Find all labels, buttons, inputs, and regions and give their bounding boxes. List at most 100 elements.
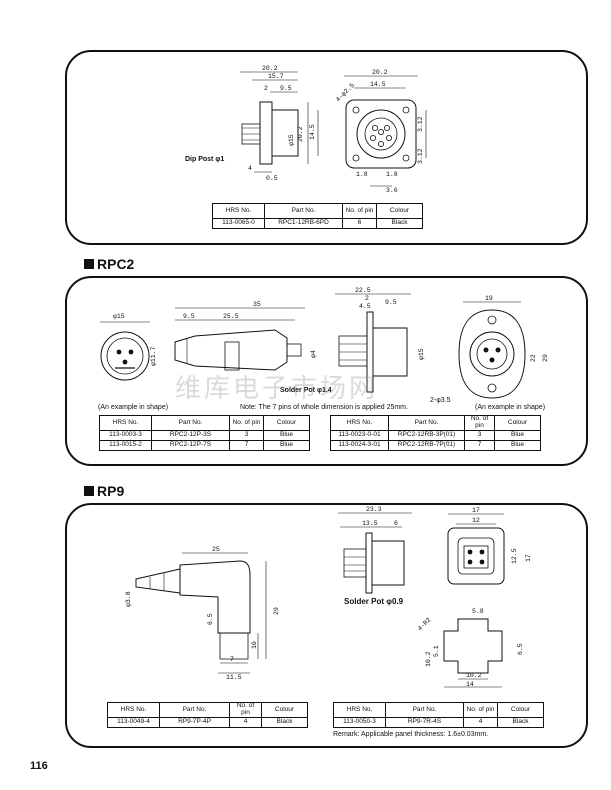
rpc2-dim-19: 19 — [485, 295, 493, 302]
table-row: 113-0023-0-01 RPC2-12RB-3P(01) 3 Blue — [330, 430, 541, 441]
rp9-dim-23-3: 23.3 — [366, 506, 382, 513]
cell-part: RPC2-12RB-3P(01) — [388, 430, 465, 441]
rp9-dim-10: 10 — [251, 641, 258, 649]
th-colour: Colour — [263, 415, 310, 431]
rpc2-note: Note: The 7 pins of whole dimension is a… — [240, 404, 408, 411]
th-colour: Colour — [261, 702, 308, 718]
th-no-of-pin: No. of pin — [229, 702, 262, 718]
rpc2-left-table: HRS No. Part No. No. of pin Colour 113-0… — [99, 415, 310, 451]
table-row: 113-0003-3 RPC2-12P-3S 3 Blue — [99, 430, 310, 441]
table-row: 113-0015-2 RPC2-12P-7S 7 Blue — [99, 440, 310, 451]
section3-title: RP9 — [84, 483, 124, 499]
cell-part: RPC1-12RB-6PD — [264, 218, 343, 229]
th-no-of-pin: No. of pin — [229, 415, 264, 431]
rpc2-dim-29: 29 — [542, 354, 549, 362]
cell-part: RP9-7R-4S — [385, 717, 464, 728]
section2-title-text: RPC2 — [97, 256, 135, 272]
cell-pins: 6 — [342, 218, 377, 229]
th-colour: Colour — [497, 702, 544, 718]
rpc2-dim-phi15b: φ15 — [418, 348, 425, 360]
cell-colour: Black — [497, 717, 544, 728]
th-part-no: Part No. — [385, 702, 464, 718]
rpc2-example-right: (An example in shape) — [475, 404, 546, 411]
rp9-remark: Remark: Applicable panel thickness: 1.6±… — [333, 731, 489, 738]
rp9-dim-5-8: 5.8 — [472, 608, 484, 615]
rp9-dim-13-5: 13.5 — [362, 520, 378, 527]
rp9-dim-14: 14 — [466, 681, 474, 688]
cell-part: RPC2-12P-7S — [151, 440, 230, 451]
rp9-dim-17: 17 — [472, 507, 480, 514]
rpc2-dim-22: 22 — [530, 354, 537, 362]
rp9-dim-7: 7 — [230, 656, 234, 663]
section1-panel — [65, 50, 588, 245]
table-row: 113-0049-4 RP9-7P-4P 4 Black — [107, 717, 308, 728]
rp9-solder-pot-label: Solder Pot φ0.9 — [344, 597, 404, 606]
rp9-dim-10-2: 10.2 — [425, 651, 432, 667]
cell-pins: 4 — [229, 717, 262, 728]
th-hrs-no: HRS No. — [107, 702, 160, 718]
rp9-dim-6-5: 6.5 — [207, 613, 214, 625]
page-number: 116 — [30, 760, 48, 772]
rpc2-dim-2: 2 — [365, 295, 369, 302]
rpc2-dim-25-5: 25.5 — [223, 313, 239, 320]
dip-post-label: Dip Post φ1 — [185, 156, 225, 163]
dim-r-3-12a: 3.12 — [417, 116, 424, 132]
cell-hrs: 113-0065-0 — [212, 218, 265, 229]
rpc2-right-table: HRS No. Part No. No. of pin Colour 113-0… — [330, 415, 541, 451]
cell-hrs: 113-0023-0-01 — [330, 430, 389, 441]
th-hrs-no: HRS No. — [212, 203, 265, 219]
dim-phi15: φ15 — [288, 134, 295, 146]
cell-pins: 7 — [464, 440, 495, 451]
rp9-dim-6: 6 — [394, 520, 398, 527]
rp9-dim-12: 12 — [472, 517, 480, 524]
cell-colour: Blue — [263, 430, 310, 441]
dim-2: 2 — [264, 85, 268, 92]
dim-4: 4 — [248, 165, 252, 172]
rpc2-dim-35: 35 — [253, 301, 261, 308]
th-no-of-pin: No. of pin — [342, 203, 377, 219]
rp9-dim-11-5: 11.5 — [226, 674, 242, 681]
rp9-plug-side-drawing: 25 φ3.8 6.5 29 10 7 11.5 — [125, 546, 280, 681]
th-no-of-pin: No. of pin — [463, 702, 498, 718]
rp9-dim-6-5b: 6.5 — [517, 643, 524, 655]
th-hrs-no: HRS No. — [333, 702, 386, 718]
rpc2-dim-phi15: φ15 — [113, 313, 125, 320]
cell-colour: Black — [376, 218, 423, 229]
rp9-dim-17v: 17 — [525, 554, 532, 562]
dim-20-2-top: 20.2 — [262, 65, 278, 72]
section1-front-drawing: 20.2 14.5 4-φ2.5 3.12 3.12 1.8 1.8 3.6 — [334, 69, 427, 194]
cell-pins: 4 — [463, 717, 498, 728]
cell-part: RP9-7P-4P — [159, 717, 230, 728]
rp9-left-table: HRS No. Part No. No. of pin Colour 113-0… — [107, 702, 308, 728]
section2-title: RPC2 — [84, 256, 134, 272]
cell-hrs: 113-0024-3-01 — [330, 440, 389, 451]
dim-20-2-v: 20.2 — [297, 126, 304, 142]
dim-r-1-8a: 1.8 — [356, 171, 368, 178]
th-hrs-no: HRS No. — [330, 415, 389, 431]
rpc2-dim-9-5b: 9.5 — [385, 299, 397, 306]
cell-hrs: 113-0049-4 — [107, 717, 160, 728]
rpc2-dim-phi4: φ4 — [310, 350, 317, 358]
cell-pins: 3 — [229, 430, 264, 441]
rp9-receptacle-side-drawing: 23.3 13.5 6 — [338, 506, 412, 594]
th-part-no: Part No. — [159, 702, 230, 718]
section1-side-drawing: 20.2 15.7 2 9.5 20.2 14.5 φ15 4 0.5 — [240, 65, 319, 182]
rpc2-solder-pot-label: Solder Pot φ1.4 — [280, 387, 332, 394]
dim-0-5: 0.5 — [266, 175, 278, 182]
cell-hrs: 113-0050-3 — [333, 717, 386, 728]
rp9-panel-cutout-drawing: 5.8 4-R2 6.5 10.2 5.1 10.2 14 — [416, 608, 524, 688]
th-colour: Colour — [494, 415, 541, 431]
cell-hrs: 113-0003-3 — [99, 430, 152, 441]
cell-colour: Blue — [494, 440, 541, 451]
th-no-of-pin: No. of pin — [464, 415, 495, 431]
watermark: 维库电子市场网 — [175, 374, 379, 404]
cell-colour: Blue — [494, 430, 541, 441]
dim-r-1-8b: 1.8 — [386, 171, 398, 178]
dim-15-7: 15.7 — [268, 73, 284, 80]
th-part-no: Part No. — [151, 415, 230, 431]
rpc2-receptacle-side-drawing: 22.5 2 4.5 9.5 φ15 — [335, 287, 425, 393]
rp9-dim-25: 25 — [212, 546, 220, 553]
th-part-no: Part No. — [264, 203, 343, 219]
dim-14-5-v: 14.5 — [309, 124, 316, 140]
rp9-dim-12-5: 12.5 — [511, 548, 518, 564]
